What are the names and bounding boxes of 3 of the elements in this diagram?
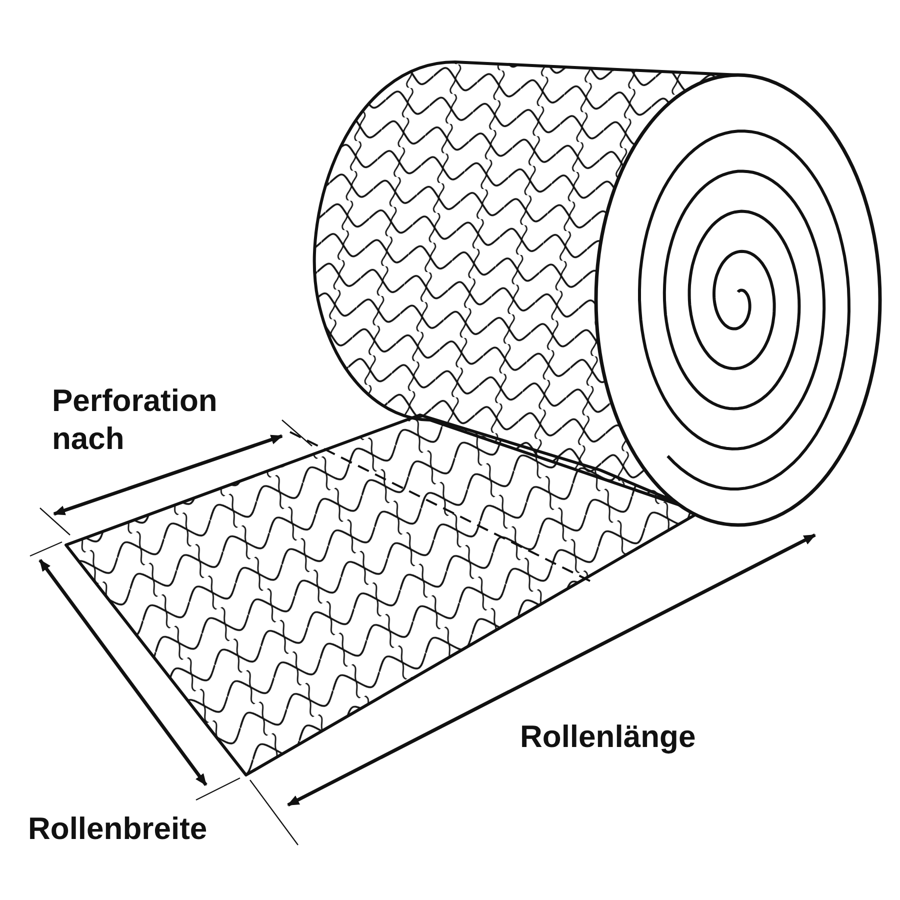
dimension-label: Perforation nach <box>52 382 218 458</box>
dimension-label: Rollenlänge <box>520 718 696 756</box>
dimension-label: Rollenbreite <box>28 810 208 848</box>
